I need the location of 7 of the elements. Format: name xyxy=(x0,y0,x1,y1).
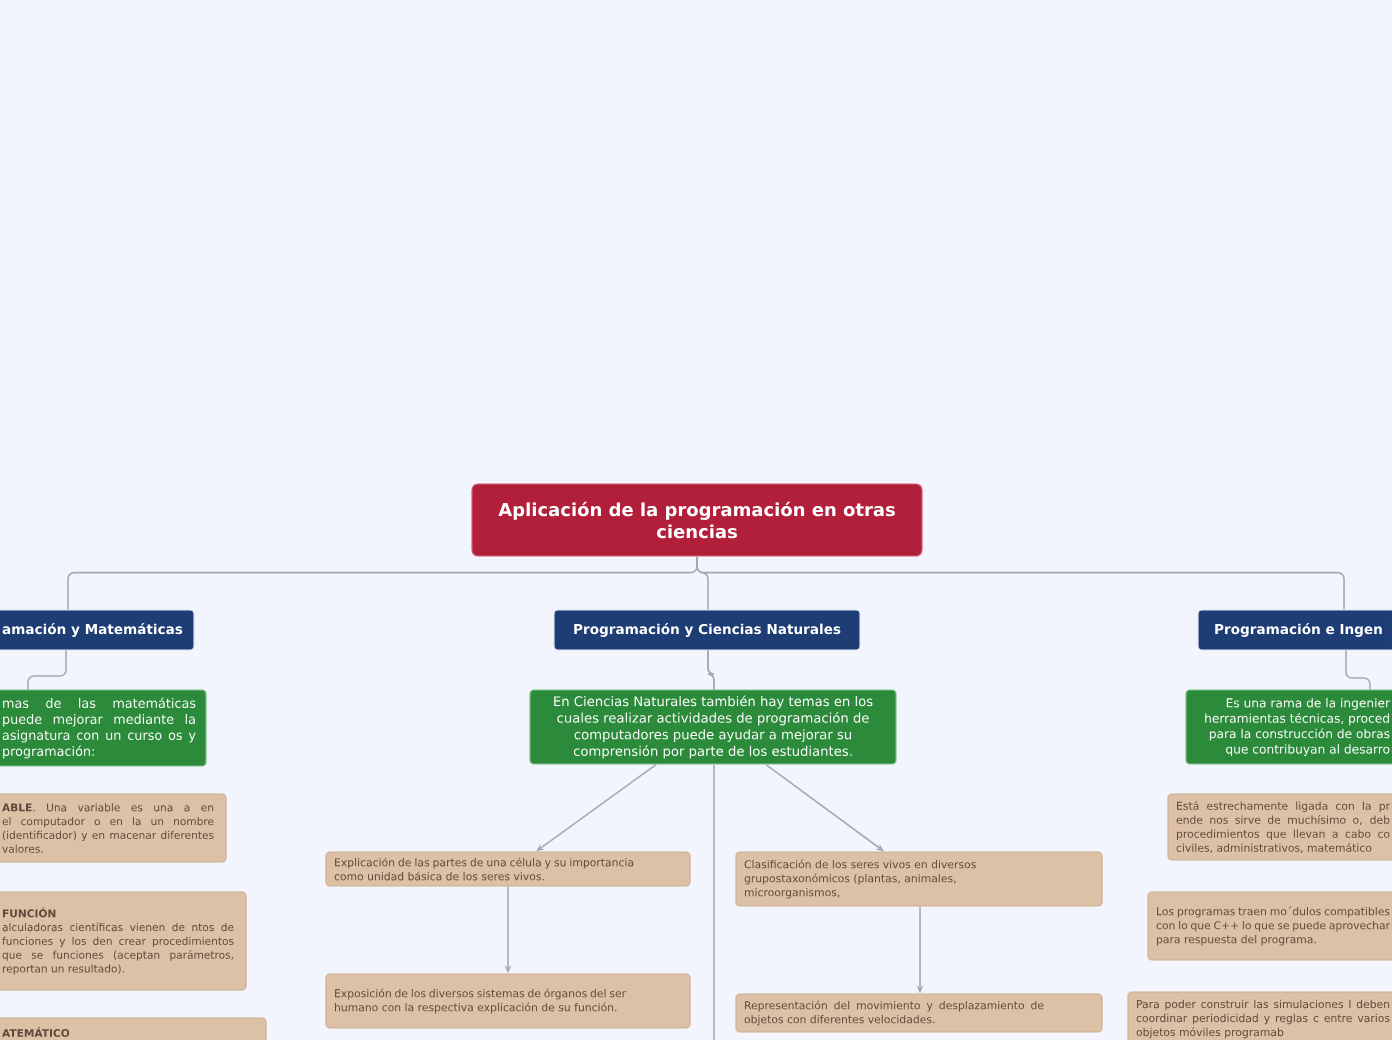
connector-line xyxy=(27,649,67,691)
connector-line xyxy=(696,555,1345,611)
connector-line xyxy=(1345,649,1371,691)
connector-line xyxy=(707,649,715,1040)
arrow xyxy=(765,763,884,852)
arrow xyxy=(536,763,657,852)
topic-box: Aplicación de la programación en otras ciencias xyxy=(471,483,923,557)
